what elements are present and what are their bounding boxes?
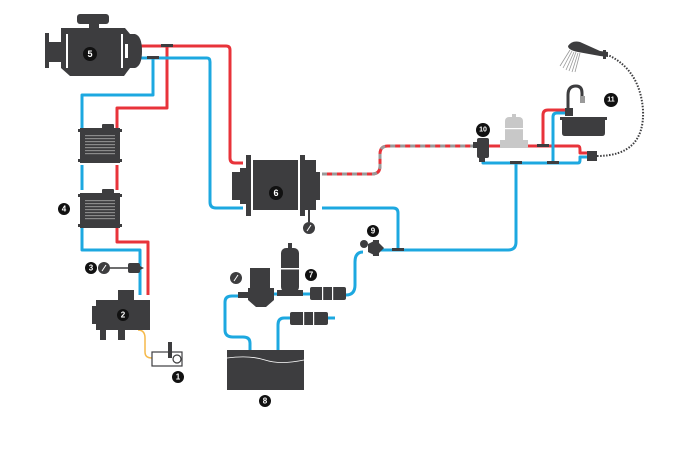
cold-pipe-pump-valve [345,250,364,297]
shower-connector[interactable] [587,151,597,161]
tee-junction [161,44,173,47]
badge-8: 8 [259,395,271,407]
badge-1: 1 [172,371,184,383]
hot-pipe-engine-radiators [115,46,169,128]
mixing-valve[interactable] [473,138,489,162]
badge-label: 4 [62,205,67,214]
badge-9: 9 [367,225,379,237]
pressure-relief-valve[interactable] [360,240,384,256]
badge-label: 6 [273,188,278,198]
hot-pipe-calorifier-mixer [322,144,478,176]
tee-junction [537,144,549,147]
cold-pipe-calorifier-valve [322,206,400,250]
hot-pipe-engine-calorifier [140,44,243,165]
cold-pipe-tank-filter [276,316,335,350]
water-pump[interactable] [230,268,274,307]
cold-pipe-engine-radiators [80,58,155,128]
tee-junction [147,56,159,59]
hot-pipe-mixer-sink [488,108,590,155]
badge-label: 2 [121,311,126,320]
control-panel[interactable] [151,342,183,367]
hot-pipe-dash-overlay [322,144,478,176]
cold-pipe-mixer-sink [481,111,590,165]
sink[interactable] [560,84,607,136]
badge-11: 11 [604,93,618,107]
shower-head[interactable] [559,41,608,73]
badge-label: 7 [309,271,314,280]
badge-label: 8 [263,397,268,406]
hot-water-accumulator[interactable] [500,114,528,148]
hot-pipe-radiator-right [115,165,150,295]
water-tank[interactable] [226,350,305,390]
water-filter[interactable] [310,287,346,300]
radiator-lower[interactable] [78,189,122,228]
badge-4: 4 [58,203,70,215]
fuel-line [137,329,160,359]
calorifier[interactable] [232,155,320,234]
shower-hose [596,54,645,157]
tee-junction [392,248,404,251]
inline-filter[interactable] [290,312,328,325]
accumulator-tank-small[interactable] [277,243,303,296]
badge-5: 5 [83,47,97,61]
badge-label: 1 [176,373,181,382]
cold-pipe-engine-calorifier [140,56,243,210]
engine[interactable] [45,14,142,76]
cold-pipe-radiator-left [80,165,142,295]
badge-6: 6 [269,186,283,200]
radiator-upper[interactable] [78,124,122,163]
tee-junction [510,161,522,164]
badge-10: 10 [476,123,490,137]
badge-label: 9 [371,227,376,236]
cold-pipe-main-riser [372,163,518,252]
badge-2: 2 [117,309,129,321]
badge-label: 5 [87,49,92,59]
badge-label: 11 [607,97,615,104]
badge-label: 10 [479,127,487,134]
badge-label: 3 [89,264,94,273]
cold-pipe-tank-pump [223,294,252,350]
badge-3: 3 [85,262,97,274]
temperature-sensor[interactable] [98,262,144,274]
tee-junction [547,161,559,164]
badge-7: 7 [305,269,317,281]
